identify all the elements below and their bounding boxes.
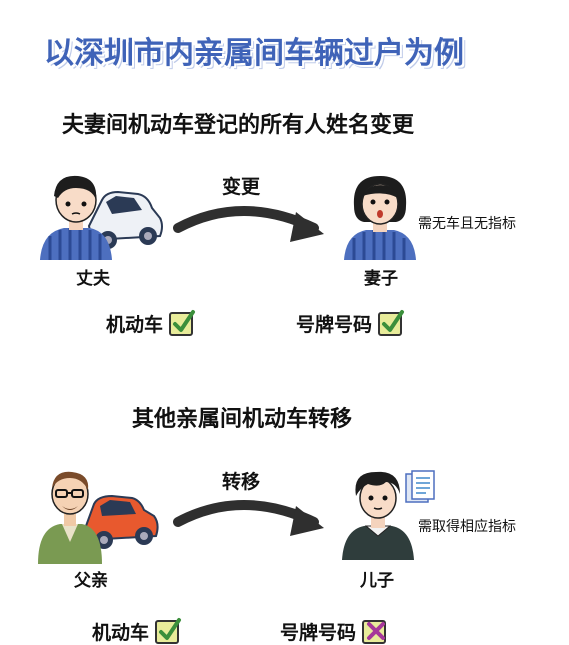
husband-with-car-illustration <box>40 175 163 260</box>
son-icon <box>342 471 414 560</box>
check-icon <box>169 309 196 336</box>
section2-from-label: 父亲 <box>74 571 108 591</box>
section1-item-plate: 号牌号码 <box>296 309 405 337</box>
section1-heading: 夫妻间机动车登记的所有人姓名变更 <box>62 113 415 138</box>
check-icon <box>155 617 182 644</box>
wife-icon <box>344 176 416 260</box>
section1-item-vehicle: 机动车 <box>106 309 196 337</box>
section2-item-vehicle: 机动车 <box>92 617 182 645</box>
section2-heading: 其他亲属间机动车转移 <box>132 407 353 432</box>
transfer-arrow-icon <box>173 206 324 242</box>
father-icon <box>38 471 102 564</box>
section1-from-label: 丈夫 <box>76 269 110 289</box>
father-with-car-illustration <box>38 471 159 564</box>
section2-note: 需取得相应指标 <box>418 519 516 535</box>
page-title: 以深圳市内亲属间车辆过户为例 <box>44 36 464 71</box>
orange-car-icon <box>84 494 159 549</box>
item-label: 号牌号码 <box>296 314 373 336</box>
husband-icon <box>40 175 112 260</box>
document-icon <box>405 470 435 503</box>
section1-arrow-label: 变更 <box>222 176 261 198</box>
section2-to-label: 儿子 <box>360 571 394 591</box>
section2-arrow-label: 转移 <box>222 471 261 493</box>
cross-icon <box>362 619 387 644</box>
item-label: 机动车 <box>92 622 150 644</box>
section2-item-plate: 号牌号码 <box>280 618 387 645</box>
item-label: 机动车 <box>106 314 164 336</box>
check-icon <box>378 309 405 336</box>
item-label: 号牌号码 <box>280 622 357 644</box>
transfer-arrow-icon <box>173 500 324 536</box>
section1-note: 需无车且无指标 <box>418 216 516 232</box>
section1-to-label: 妻子 <box>364 269 398 289</box>
